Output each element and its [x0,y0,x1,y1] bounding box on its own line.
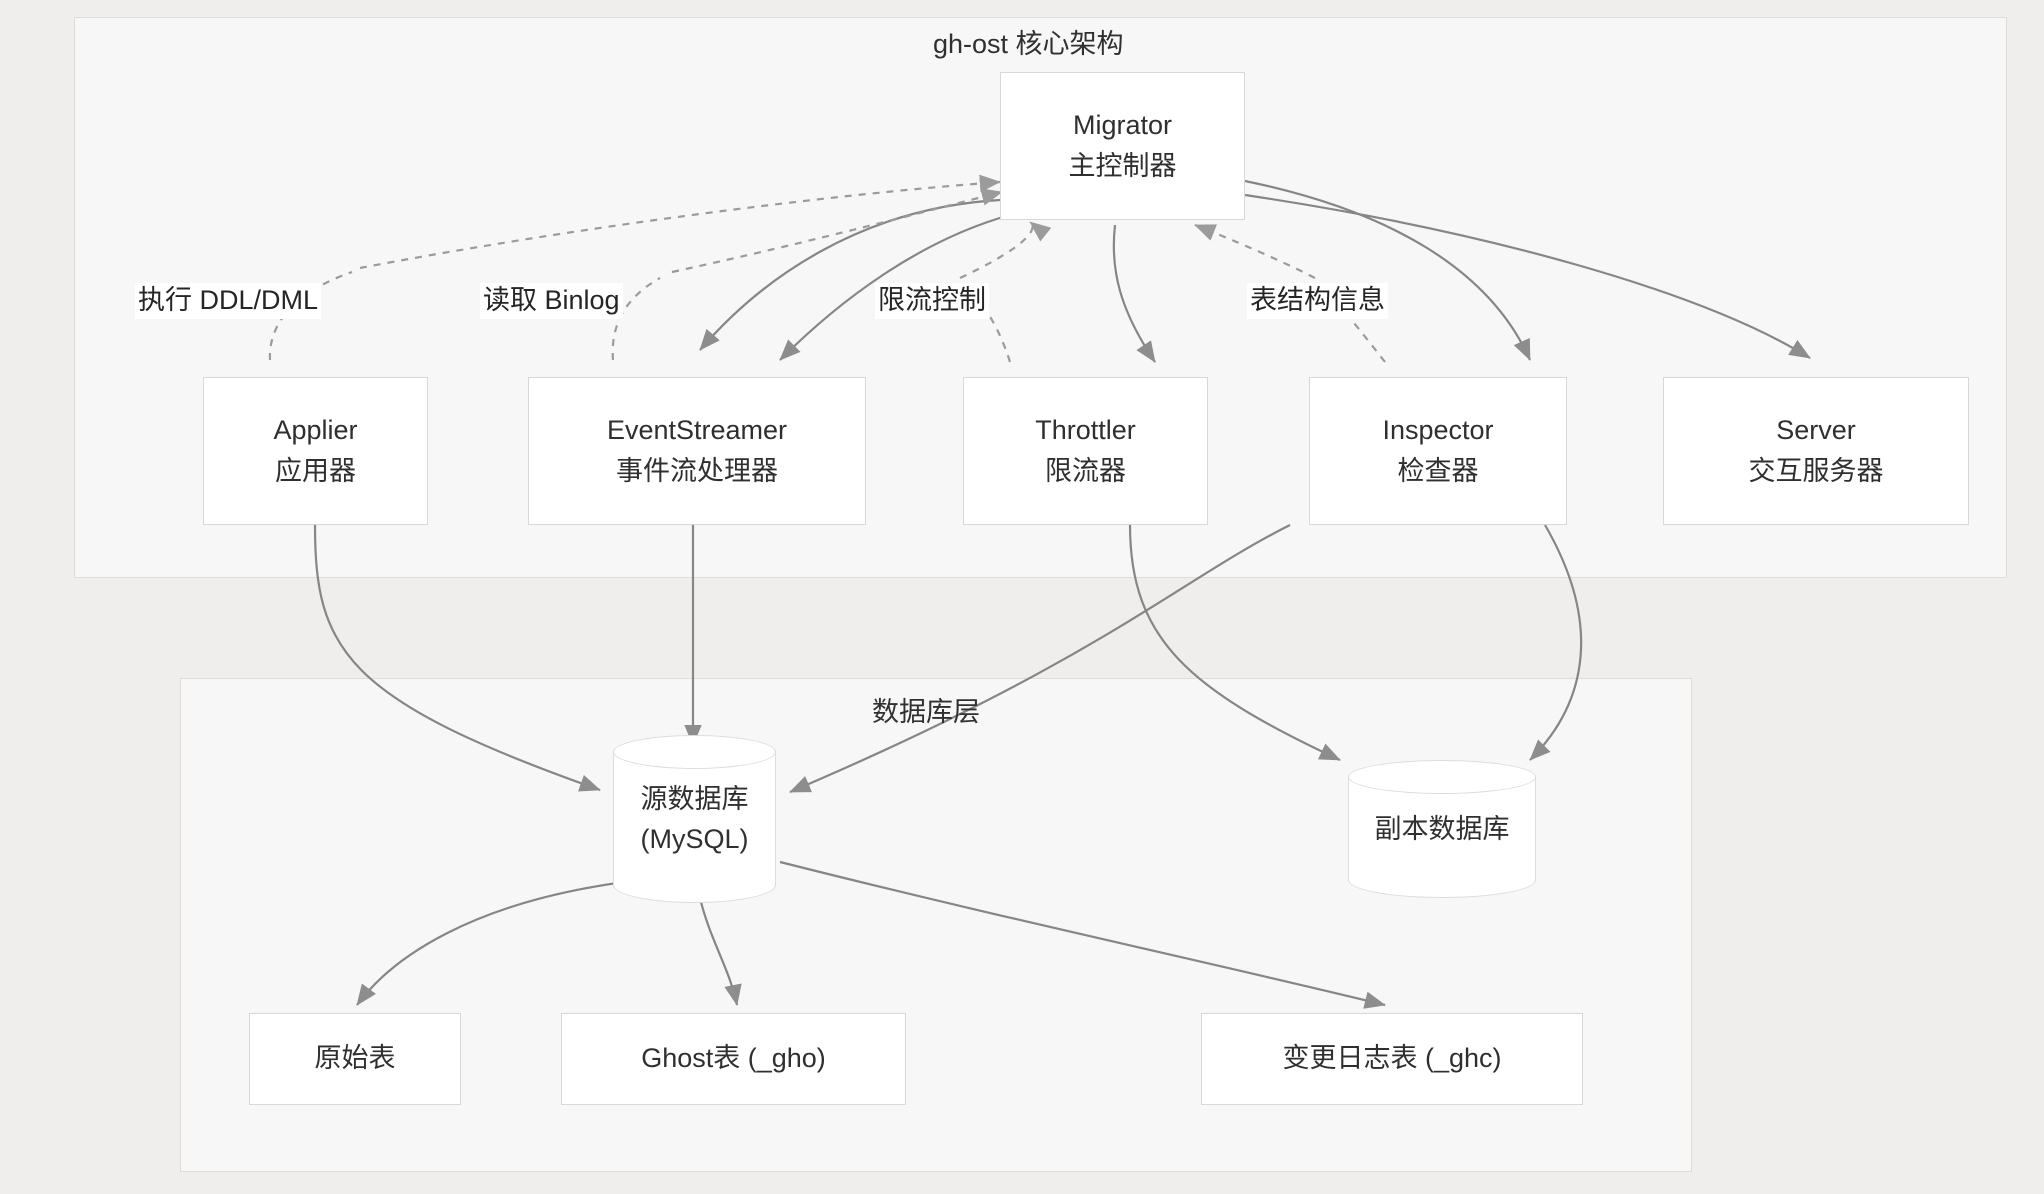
node-inspector-line2: 检查器 [1397,456,1479,486]
diagram-title: gh-ost 核心架构 [933,29,1124,59]
node-changelog-table[interactable]: 变更日志表 (_ghc) [1201,1013,1583,1105]
node-source-db-line2: (MySQL) [640,824,749,854]
node-applier-line2: 应用器 [275,456,356,486]
node-source-database[interactable]: 源数据库 (MySQL) [613,735,776,903]
node-inspector-line1: Inspector [1382,414,1494,445]
node-ghost-table[interactable]: Ghost表 (_gho) [561,1013,906,1105]
source-database-top [613,735,776,769]
node-ghost-table-label: Ghost表 (_gho) [641,1043,826,1074]
node-migrator-line1: Migrator [1072,109,1173,140]
source-database-label: 源数据库 (MySQL) [613,735,776,903]
node-origin-table-label: 原始表 [314,1043,396,1074]
replica-database-body [1348,776,1536,898]
node-applier[interactable]: Applier 应用器 [203,377,428,525]
node-migrator[interactable]: Migrator 主控制器 [1000,72,1245,220]
edge-label-table-schema-info: 表结构信息 [1247,283,1388,319]
node-throttler-line1: Throttler [1035,414,1136,445]
edge-label-throttle-control: 限流控制 [875,283,989,319]
edge-label-read-binlog: 读取 Binlog [480,283,623,319]
node-server-line2: 交互服务器 [1748,456,1884,486]
node-server-line1: Server [1776,414,1856,445]
node-eventstreamer[interactable]: EventStreamer 事件流处理器 [528,377,866,525]
database-layer-title: 数据库层 [872,697,980,727]
edge-label-exec-ddl-dml: 执行 DDL/DML [135,283,322,319]
node-migrator-line2: 主控制器 [1068,151,1177,181]
node-source-db-line1: 源数据库 [640,783,749,814]
node-eventstreamer-line2: 事件流处理器 [616,456,778,486]
node-applier-line1: Applier [273,414,358,445]
node-origin-table[interactable]: 原始表 [249,1013,461,1105]
node-throttler-line2: 限流器 [1045,456,1126,486]
node-throttler[interactable]: Throttler 限流器 [963,377,1208,525]
node-replica-db-line1: 副本数据库 [1374,813,1510,844]
node-inspector[interactable]: Inspector 检查器 [1309,377,1567,525]
node-replica-database[interactable]: 副本数据库 [1348,760,1536,898]
replica-database-label: 副本数据库 [1348,760,1536,898]
replica-database-top [1348,760,1536,794]
source-database-body [613,751,776,903]
node-changelog-table-label: 变更日志表 (_ghc) [1282,1043,1502,1074]
node-server[interactable]: Server 交互服务器 [1663,377,1969,525]
node-eventstreamer-line1: EventStreamer [606,414,788,445]
